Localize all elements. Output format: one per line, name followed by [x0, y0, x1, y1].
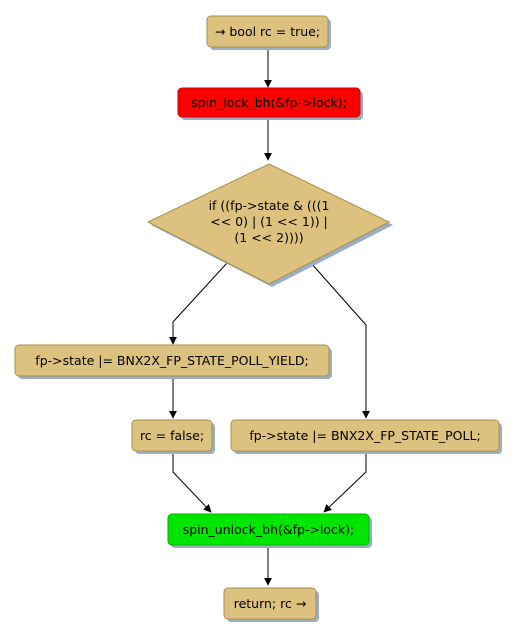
set-poll-node: fp->state |= BNX2X_FP_STATE_POLL; — [230, 419, 502, 454]
set-poll-box — [230, 419, 500, 452]
edge-decision-to-poll — [310, 262, 370, 419]
rc-false-node: rc = false; — [131, 419, 215, 454]
lock-node-box — [177, 87, 361, 118]
edge-poll-to-unlock — [323, 452, 367, 513]
end-node-box — [223, 587, 317, 620]
edges — [169, 47, 370, 586]
set-yield-box — [14, 344, 330, 377]
decision-line-2: << 0) | (1 << 1)) | — [210, 214, 328, 229]
set-poll-label: fp->state |= BNX2X_FP_STATE_POLL; — [249, 428, 480, 443]
unlock-node-label: spin_unlock_bh(&fp->lock); — [183, 522, 355, 537]
end-node-label: return; rc → — [234, 596, 307, 611]
edge-decision-to-yield — [169, 262, 228, 345]
lock-node-label: spin_lock_bh(&fp->lock); — [191, 95, 347, 110]
lock-node: spin_lock_bh(&fp->lock); — [177, 87, 363, 120]
rc-false-box — [131, 419, 213, 452]
rc-false-label: rc = false; — [140, 428, 204, 443]
set-yield-node: fp->state |= BNX2X_FP_STATE_POLL_YIELD; — [14, 344, 332, 379]
start-node: → bool rc = true; — [206, 15, 331, 50]
decision-line-1: if ((fp->state & (((1 — [209, 198, 330, 213]
set-yield-label: fp->state |= BNX2X_FP_STATE_POLL_YIELD; — [35, 353, 308, 368]
start-node-label: → bool rc = true; — [215, 24, 320, 39]
decision-node: if ((fp->state & (((1 << 0) | (1 << 1)) … — [146, 163, 393, 287]
unlock-node: spin_unlock_bh(&fp->lock); — [167, 513, 372, 548]
edge-rcfalse-to-unlock — [172, 452, 212, 513]
start-node-box — [206, 15, 329, 48]
unlock-node-box — [167, 513, 370, 546]
decision-diamond — [146, 163, 391, 285]
end-node: return; rc → — [223, 587, 319, 622]
decision-line-3: (1 << 2)))) — [234, 230, 303, 245]
